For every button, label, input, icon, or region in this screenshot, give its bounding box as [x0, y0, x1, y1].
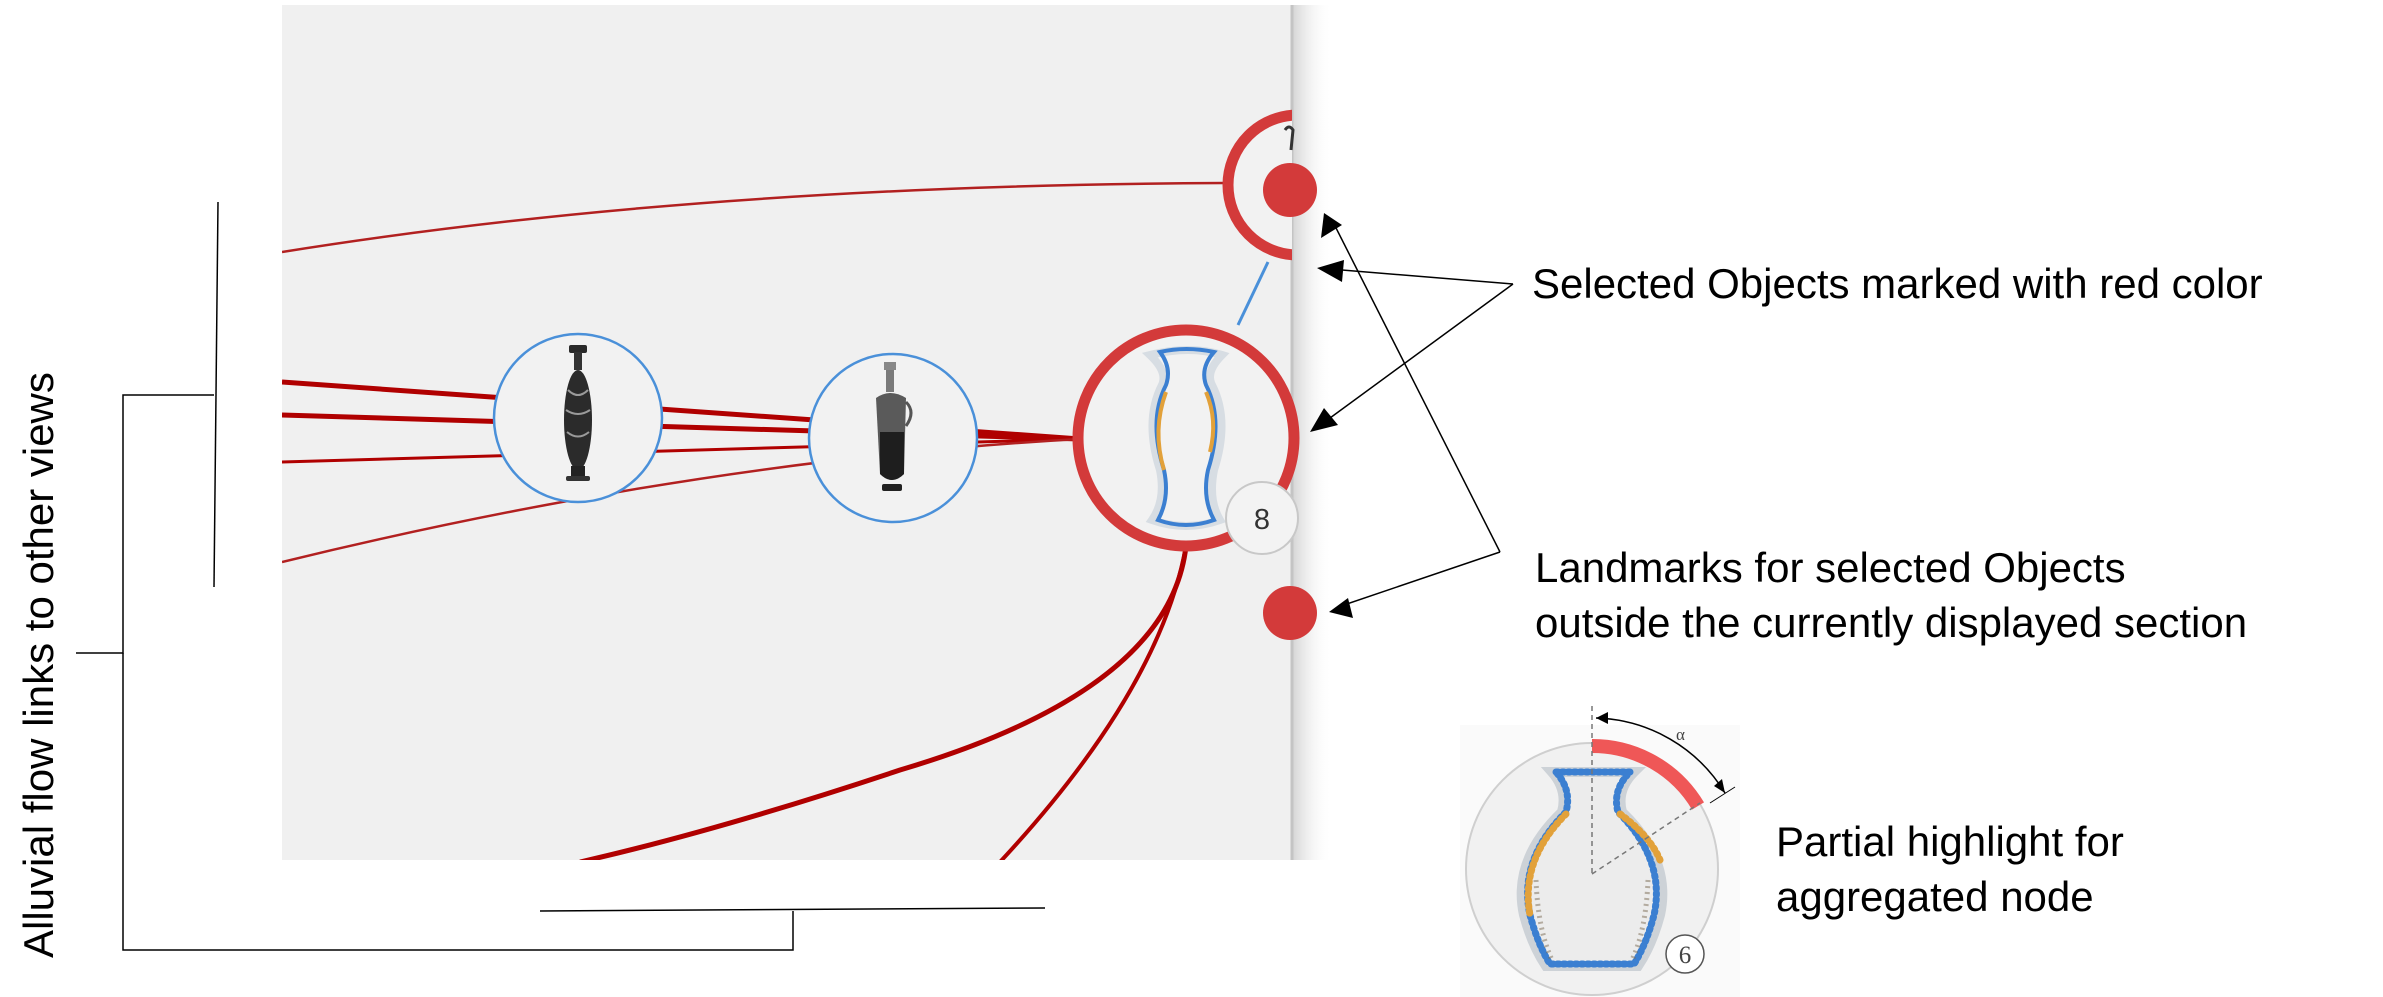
partial-highlight-segment	[1204, 391, 1216, 453]
selected-object-node[interactable]	[1222, 109, 1368, 261]
vase-icon	[564, 345, 592, 481]
flow-link	[282, 181, 1226, 254]
count-badge: 8	[1225, 481, 1299, 555]
vase-shadow-outline	[1141, 346, 1230, 530]
vase-icon	[1283, 125, 1295, 151]
bracket-lines	[76, 201, 1046, 951]
svg-text:8: 8	[1254, 504, 1270, 536]
count-badge: 6	[1665, 934, 1705, 974]
partial-highlight-segment	[1156, 391, 1168, 471]
arrow-head	[1321, 213, 1342, 238]
object-node[interactable]	[492, 332, 664, 504]
arrow-head	[1329, 598, 1353, 618]
vase-outline-icon	[1154, 347, 1218, 527]
partial-highlight-label-line1: Partial highlight for	[1776, 818, 2124, 865]
partial-highlight-label-line2: aggregated node	[1776, 873, 2094, 920]
landmarks-label-line2: outside the currently displayed section	[1535, 599, 2247, 646]
partial-highlight-arc	[1591, 738, 1705, 810]
arrowheads	[1310, 213, 1353, 618]
object-node[interactable]	[807, 352, 979, 524]
arrow-head	[1310, 408, 1338, 432]
arrow-head	[1317, 260, 1344, 282]
alluvial-flow-label: Alluvial flow links to other views	[15, 372, 62, 958]
node-connector	[1236, 261, 1270, 326]
angle-symbol: α	[1676, 725, 1685, 744]
vase-icon	[876, 362, 913, 491]
selected-aggregated-node[interactable]: 8	[1072, 324, 1300, 555]
landmark-dot-icon[interactable]	[1263, 163, 1317, 217]
visualization-panel: 8	[282, 5, 1368, 860]
selected-objects-label: Selected Objects marked with red color	[1532, 260, 2263, 307]
landmarks-label-line1: Landmarks for selected Objects	[1535, 544, 2126, 591]
svg-text:6: 6	[1679, 942, 1692, 969]
landmark-dot-icon[interactable]	[1263, 586, 1317, 640]
flow-link	[579, 545, 1189, 860]
aggregated-node-inset: α 6	[1460, 706, 1740, 997]
angle-arc	[1595, 717, 1726, 794]
flow-link	[999, 545, 1188, 860]
annotation-arrows	[1329, 219, 1514, 608]
